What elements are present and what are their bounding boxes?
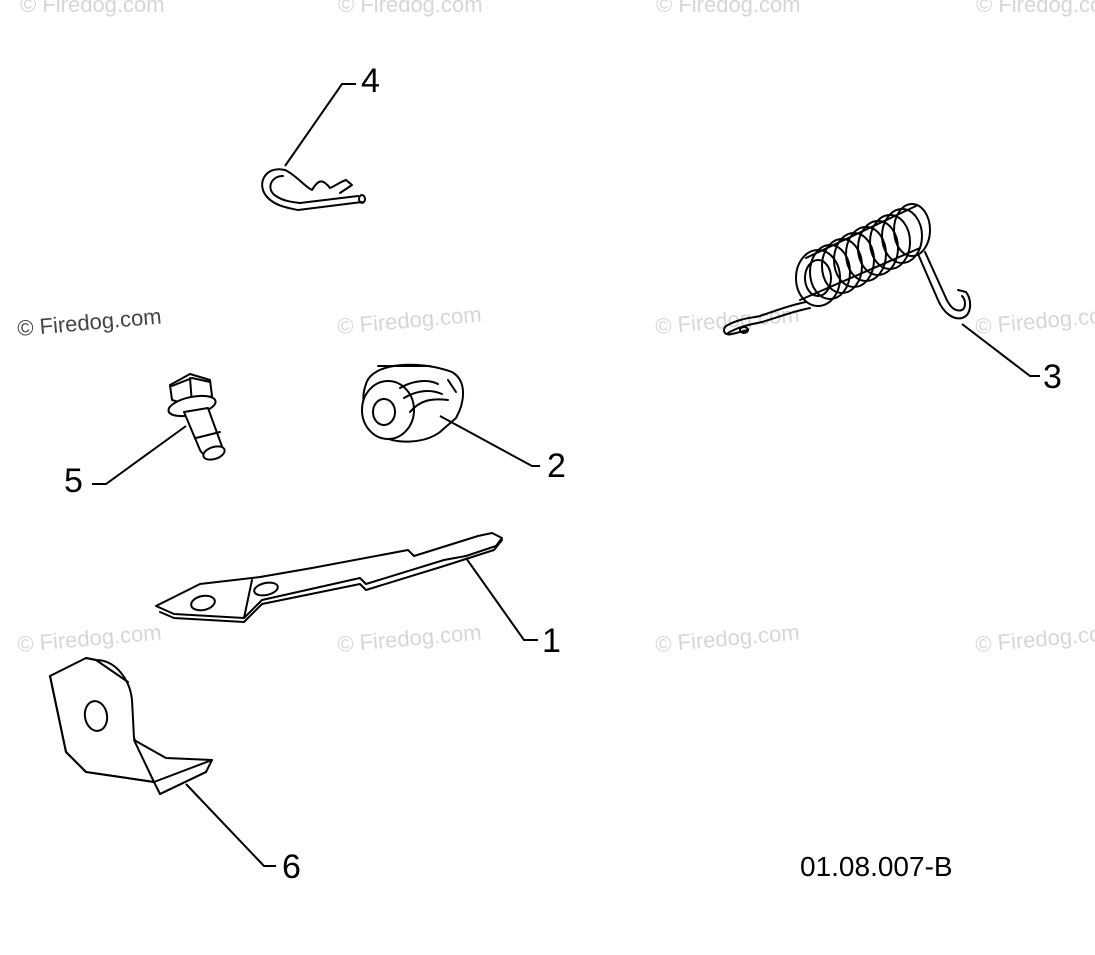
watermark: © Firedog.com: [336, 301, 482, 339]
angle-bracket-part: [49, 657, 213, 795]
callout-4: 4: [361, 62, 380, 100]
watermark: © Firedog.com: [338, 0, 483, 17]
watermark: © Firedog.com: [336, 619, 482, 657]
watermark: © Firedog.com: [974, 301, 1095, 339]
watermark: © Firedog.com: [20, 0, 165, 17]
link-plate-part: [155, 532, 503, 623]
watermark: © Firedog.com: [656, 0, 801, 17]
leader-line-3: [961, 323, 1040, 377]
watermark: © Firedog.com: [16, 303, 162, 341]
leader-line-1: [465, 557, 538, 641]
watermark-layer: © Firedog.com © Firedog.com © Firedog.co…: [16, 0, 1095, 657]
leader-line-6: [185, 783, 276, 867]
cam-bushing-part: [361, 363, 464, 443]
hairpin-clip-part: [261, 168, 366, 211]
flange-bolt-part: [167, 373, 226, 461]
drawing-number: 01.08.007-B: [800, 851, 953, 882]
watermark: © Firedog.com: [976, 0, 1095, 17]
leader-line-4: [284, 83, 356, 167]
callout-2: 2: [547, 447, 566, 485]
spring-coils: [795, 203, 931, 307]
watermark: © Firedog.com: [974, 619, 1095, 657]
watermark: © Firedog.com: [16, 619, 162, 657]
leader-line-5: [92, 425, 187, 485]
callout-5: 5: [64, 462, 83, 500]
callout-6: 6: [282, 848, 301, 886]
leader-line-2: [439, 415, 540, 467]
callout-3: 3: [1043, 358, 1062, 396]
callout-1: 1: [542, 622, 561, 660]
extension-spring-part: [723, 203, 972, 336]
watermark: © Firedog.com: [654, 619, 800, 657]
